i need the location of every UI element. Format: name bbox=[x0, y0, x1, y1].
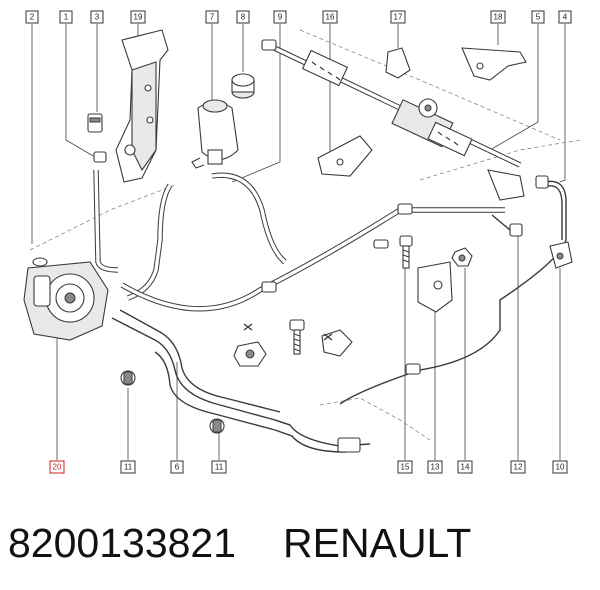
bracket-16 bbox=[317, 135, 373, 177]
callout-11-left-label: 11 bbox=[124, 463, 133, 472]
callout-4: 4 bbox=[558, 10, 572, 24]
callout-20-label: 20 bbox=[53, 463, 62, 472]
callout-6: 6 bbox=[170, 460, 184, 474]
bolt-15 bbox=[399, 235, 413, 269]
callouts-top: 2 1 3 19 7 8 9 16 17 18 5 4 bbox=[25, 10, 572, 24]
bracket-17 bbox=[385, 47, 411, 79]
cap-8 bbox=[231, 73, 255, 99]
callout-18: 18 bbox=[490, 10, 506, 24]
callout-17: 17 bbox=[390, 10, 406, 24]
callout-7: 7 bbox=[205, 10, 219, 24]
bracket-5 bbox=[487, 169, 525, 201]
nut-14 bbox=[451, 247, 473, 267]
callouts-bottom: 20 11 6 11 15 13 14 12 10 bbox=[49, 460, 568, 474]
callout-10-label: 10 bbox=[556, 463, 565, 472]
bracket-18 bbox=[461, 47, 527, 81]
pump-20 bbox=[23, 257, 109, 341]
clip-11-right bbox=[209, 418, 225, 434]
pipe-4 bbox=[339, 175, 567, 405]
pressure-line bbox=[120, 203, 505, 312]
callout-12-label: 12 bbox=[514, 463, 523, 472]
part-number: 8200133821 bbox=[8, 519, 237, 566]
steering-rack bbox=[261, 39, 522, 168]
reference-dashes bbox=[29, 29, 581, 441]
callout-3: 3 bbox=[90, 10, 104, 24]
callout-16-label: 16 bbox=[326, 13, 335, 22]
callout-13: 13 bbox=[427, 460, 443, 474]
fitting-3 bbox=[87, 113, 103, 133]
callout-19: 19 bbox=[130, 10, 146, 24]
callout-2: 2 bbox=[25, 10, 39, 24]
callout-7-label: 7 bbox=[210, 13, 215, 22]
return-hose bbox=[127, 183, 173, 301]
callout-6-label: 6 bbox=[175, 463, 180, 472]
callout-11-right: 11 bbox=[211, 460, 227, 474]
callout-19-label: 19 bbox=[134, 13, 143, 22]
torque-detail-group bbox=[233, 319, 353, 367]
cooler-6 bbox=[111, 309, 371, 453]
fitting-12 bbox=[491, 214, 523, 237]
callout-15: 15 bbox=[397, 460, 413, 474]
callout-8-label: 8 bbox=[241, 13, 246, 22]
callout-13-label: 13 bbox=[431, 463, 440, 472]
callout-4-label: 4 bbox=[563, 13, 568, 22]
leader-lines bbox=[31, 24, 566, 460]
callout-17-label: 17 bbox=[394, 13, 403, 22]
callout-5: 5 bbox=[531, 10, 545, 24]
callout-11-right-label: 11 bbox=[215, 463, 224, 472]
callout-9: 9 bbox=[273, 10, 287, 24]
caption: 8200133821 RENAULT bbox=[8, 508, 598, 578]
pipe-1 bbox=[93, 151, 119, 273]
bracket-13 bbox=[417, 261, 453, 313]
callout-2-label: 2 bbox=[30, 13, 35, 22]
callout-14-label: 14 bbox=[461, 463, 470, 472]
callout-14: 14 bbox=[457, 460, 473, 474]
callout-11-left: 11 bbox=[120, 460, 136, 474]
power-steering-exploded-diagram: 2 1 3 19 7 8 9 16 17 18 5 4 20 11 6 11 1… bbox=[23, 10, 581, 474]
callout-20: 20 bbox=[49, 460, 65, 474]
callout-12: 12 bbox=[510, 460, 526, 474]
reservoir-7 bbox=[191, 99, 239, 169]
callout-5-label: 5 bbox=[536, 13, 541, 22]
brand-name: RENAULT bbox=[283, 519, 472, 566]
clip-11-left bbox=[120, 370, 136, 386]
callout-8: 8 bbox=[236, 10, 250, 24]
callout-1-label: 1 bbox=[64, 13, 69, 22]
callout-15-label: 15 bbox=[401, 463, 410, 472]
callout-10: 10 bbox=[552, 460, 568, 474]
callout-16: 16 bbox=[322, 10, 338, 24]
callout-1: 1 bbox=[59, 10, 73, 24]
callout-3-label: 3 bbox=[95, 13, 100, 22]
callout-18-label: 18 bbox=[494, 13, 503, 22]
callout-9-label: 9 bbox=[278, 13, 283, 22]
bracket-19 bbox=[115, 29, 169, 183]
hose-9 bbox=[211, 172, 287, 265]
clip-10 bbox=[549, 241, 573, 269]
